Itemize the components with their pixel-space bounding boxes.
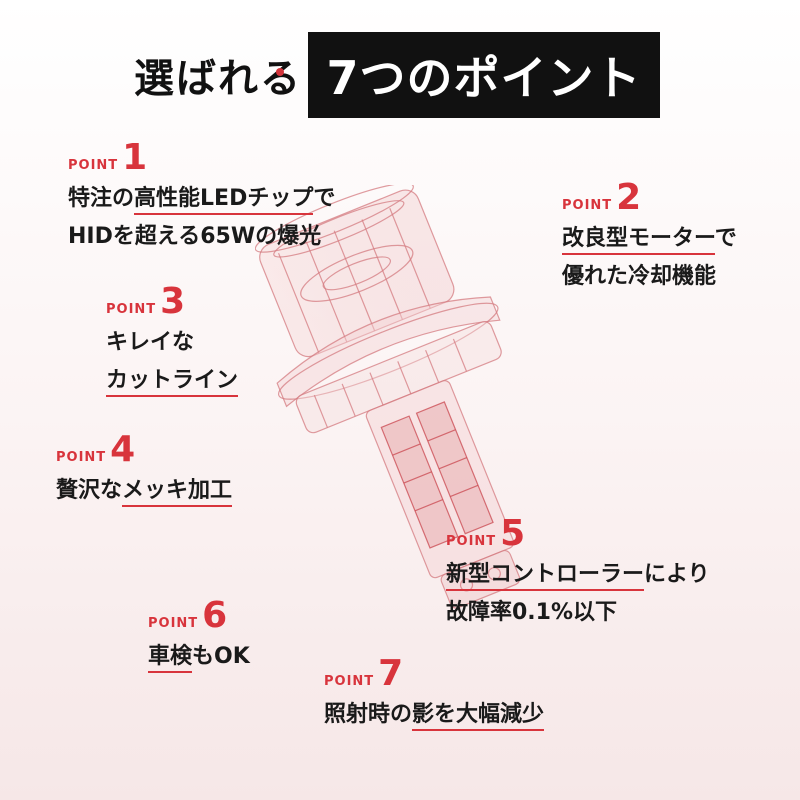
- point-text: 照射時の: [324, 702, 413, 727]
- point-highlight: 影を大幅減少: [412, 702, 545, 731]
- point-text: 故障率0.1%以下: [446, 600, 618, 625]
- point-text: 特注の: [68, 186, 135, 211]
- point-text-tail: もOK: [192, 644, 250, 669]
- point-text: キレイな: [106, 330, 195, 355]
- point-highlight: 新型コントローラー: [446, 562, 645, 591]
- point-text: 優れた冷却機能: [562, 264, 717, 289]
- point-label: POINT 4: [56, 432, 232, 468]
- point-word: POINT: [446, 534, 497, 549]
- point-highlight: メッキ加工: [122, 478, 233, 507]
- point-line: キレイな: [106, 324, 238, 362]
- point-5: POINT 5 新型コントローラーにより 故障率0.1%以下: [446, 516, 710, 632]
- point-6: POINT 6 車検もOK: [148, 598, 250, 676]
- point-line: 改良型モーターで: [562, 220, 737, 258]
- point-text-tail: により: [644, 562, 710, 587]
- header-left: 選ばれる: [128, 32, 308, 118]
- point-highlight: カットライン: [106, 368, 239, 397]
- point-number: 6: [202, 595, 228, 636]
- point-number: 2: [616, 177, 642, 218]
- point-label: POINT 7: [324, 656, 544, 692]
- point-1: POINT 1 特注の高性能LEDチップで HIDを超える65Wの爆光: [68, 140, 335, 256]
- led-bulb-illustration: [255, 185, 521, 609]
- point-line: 贅沢なメッキ加工: [56, 472, 233, 510]
- point-word: POINT: [106, 302, 157, 317]
- point-line: HIDを超える65Wの爆光: [68, 218, 335, 256]
- point-text-tail: で: [714, 226, 737, 251]
- header-left-text: 選ばれる: [134, 55, 302, 102]
- point-number: 3: [160, 281, 186, 322]
- point-highlight: 改良型モーター: [562, 226, 715, 255]
- point-text: 贅沢な: [56, 478, 123, 503]
- point-number: 1: [122, 137, 148, 178]
- point-label: POINT 6: [148, 598, 250, 634]
- point-word: POINT: [324, 674, 375, 689]
- point-number: 4: [110, 429, 136, 470]
- point-highlight: 車検: [148, 644, 193, 673]
- point-number: 5: [500, 513, 526, 554]
- point-line: 車検もOK: [148, 638, 250, 676]
- point-label: POINT 2: [562, 180, 737, 216]
- point-7: POINT 7 照射時の影を大幅減少: [324, 656, 545, 734]
- point-label: POINT 1: [68, 140, 335, 176]
- point-label: POINT 3: [106, 284, 238, 320]
- point-number: 7: [378, 653, 404, 694]
- point-text: HIDを超える65Wの爆光: [68, 224, 322, 249]
- point-word: POINT: [562, 198, 613, 213]
- point-line: 特注の高性能LEDチップで: [68, 180, 335, 218]
- point-line: 新型コントローラーにより: [446, 556, 710, 594]
- header-right: 7つのポイント: [308, 32, 660, 118]
- point-line: 故障率0.1%以下: [446, 594, 710, 632]
- emphasis-dot: [276, 68, 284, 76]
- point-3: POINT 3 キレイな カットライン: [106, 284, 239, 400]
- point-line: 照射時の影を大幅減少: [324, 696, 545, 734]
- point-word: POINT: [148, 616, 199, 631]
- point-word: POINT: [68, 158, 119, 173]
- point-4: POINT 4 贅沢なメッキ加工: [56, 432, 233, 510]
- point-text-tail: で: [313, 186, 336, 211]
- header-right-text: 7つのポイント: [326, 51, 642, 105]
- point-line: 優れた冷却機能: [562, 258, 737, 296]
- point-2: POINT 2 改良型モーターで 優れた冷却機能: [562, 180, 737, 296]
- point-word: POINT: [56, 450, 107, 465]
- point-label: POINT 5: [446, 516, 710, 552]
- point-line: カットライン: [106, 362, 239, 400]
- point-highlight: 高性能LEDチップ: [134, 186, 314, 215]
